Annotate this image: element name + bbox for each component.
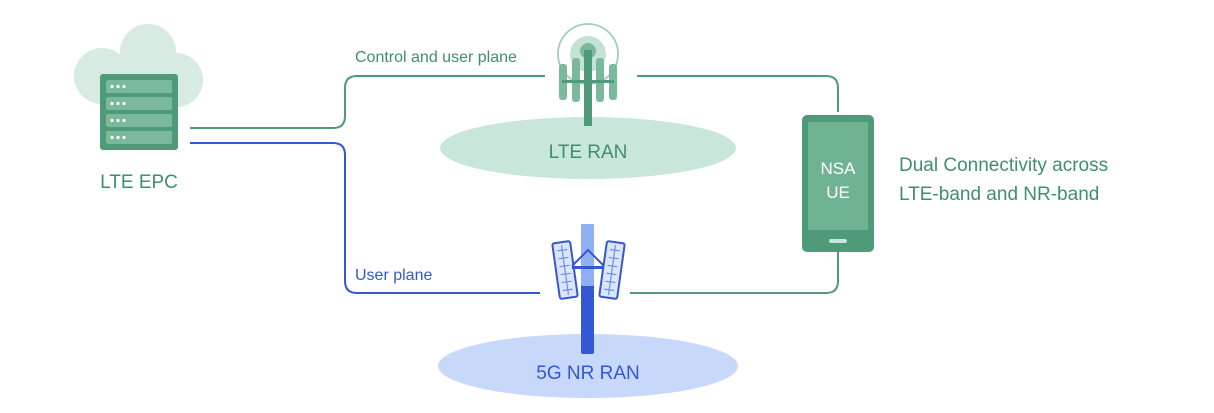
lte-epc-label: LTE EPC <box>100 172 178 193</box>
server-icon <box>100 74 178 150</box>
control-user-plane-label: Control and user plane <box>355 49 517 66</box>
epc-to-lte-link <box>190 75 545 129</box>
left-antenna-panel <box>551 240 579 300</box>
ue-label-line2: UE <box>826 183 850 202</box>
right-antenna-panel <box>598 240 626 300</box>
lte-epc-node: LTE EPC <box>74 24 203 193</box>
epc-to-nr-link <box>190 142 540 294</box>
lte-ran-coverage <box>440 117 736 179</box>
ue-label-line1: NSA <box>821 159 857 178</box>
dual-connectivity-description: Dual Connectivity across LTE-band and NR… <box>899 155 1108 205</box>
nr-to-ue-link <box>630 252 839 294</box>
lte-tower-icon <box>557 23 619 126</box>
nr-tower-icon <box>551 224 626 354</box>
nr-ran-coverage <box>438 334 738 398</box>
lte-ran-label: LTE RAN <box>549 142 628 163</box>
lte-ran-node: LTE RAN Control and user plane <box>355 23 736 179</box>
nr-ran-label: 5G NR RAN <box>536 363 639 384</box>
phone-screen <box>808 122 868 230</box>
phone-home-button <box>829 239 847 243</box>
nr-ran-node: 5G NR RAN User plane <box>355 224 738 398</box>
nsa-ue-device: NSA UE <box>802 115 874 252</box>
description-line1: Dual Connectivity across <box>899 155 1108 176</box>
user-plane-label: User plane <box>355 267 432 284</box>
description-line2: LTE-band and NR-band <box>899 184 1099 205</box>
lte-to-ue-link <box>637 75 839 112</box>
